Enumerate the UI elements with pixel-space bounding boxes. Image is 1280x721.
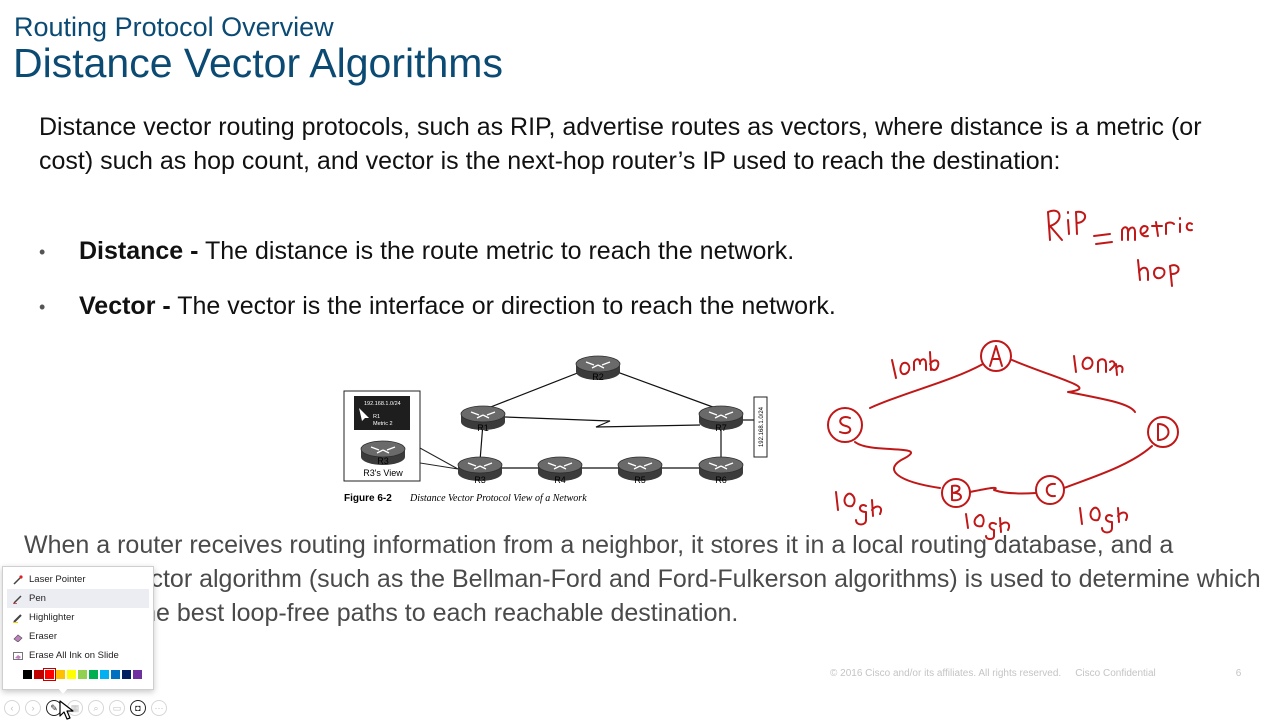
router-r1: R1 [460, 405, 506, 433]
zoom-icon[interactable]: ⌕ [88, 700, 104, 716]
bullet-term: Distance - [79, 237, 199, 265]
router-label: R5 [634, 475, 646, 485]
erase-all-icon [11, 646, 25, 665]
view-router-label: R3 [377, 456, 389, 466]
color-swatch[interactable] [67, 670, 76, 679]
previous-slide-icon[interactable]: ‹ [4, 700, 20, 716]
router-r6: R6 [698, 456, 744, 485]
menu-item-highlighter[interactable]: Highlighter [3, 608, 153, 627]
menu-item-laser-pointer[interactable]: Laser Pointer [3, 570, 153, 589]
intro-paragraph: Distance vector routing protocols, such … [39, 113, 1202, 175]
color-swatch[interactable] [56, 670, 65, 679]
color-swatch[interactable] [34, 670, 43, 679]
router-r2: R2 [575, 355, 621, 382]
eraser-icon [11, 627, 25, 646]
menu-item-eraser[interactable]: Eraser [3, 627, 153, 646]
color-swatch[interactable] [23, 670, 32, 679]
figure-caption-text: Distance Vector Protocol View of a Netwo… [409, 493, 587, 504]
slide-footer: © 2016 Cisco and/or its affiliates. All … [830, 668, 1241, 679]
router-label: R1 [477, 423, 489, 433]
ink-node-s [827, 407, 863, 443]
menu-item-pen[interactable]: Pen [7, 589, 149, 608]
network-figure: 192.168.1.0/24 R1 Metric 2 R3 R3's View … [343, 355, 768, 504]
slide-subtitle: Routing Protocol Overview [14, 12, 334, 42]
color-swatch[interactable] [100, 670, 109, 679]
color-swatch[interactable] [111, 670, 120, 679]
laser-pointer-icon [11, 570, 25, 589]
slideshow-toolbar: ‹›✎▦⌕▭◘⋯ [4, 699, 167, 717]
slide-title: Distance Vector Algorithms [13, 40, 503, 86]
menu-item-label: Highlighter [29, 612, 75, 623]
color-swatch[interactable] [43, 668, 56, 681]
menu-item-label: Laser Pointer [29, 574, 86, 585]
r7-network-box [753, 396, 768, 458]
callout-metric: Metric 2 [373, 421, 393, 427]
router-label: R4 [554, 475, 566, 485]
router-r3: R3 [457, 456, 503, 485]
router-label: R2 [592, 372, 604, 382]
ink-graph [827, 340, 1179, 540]
bullet-text: The vector is the interface or direction… [170, 292, 836, 320]
router-r7: R7 [698, 405, 744, 433]
menu-item-label: Erase All Ink on Slide [29, 650, 119, 661]
router-label: R3 [474, 475, 486, 485]
figure-caption-label: Figure 6-2 [344, 493, 392, 504]
ink-node-b [941, 478, 971, 508]
more-options-icon[interactable]: ⋯ [151, 700, 167, 716]
callout-network: 192.168.1.0/24 [364, 401, 401, 407]
ink-rip-note [1047, 209, 1193, 287]
color-swatch[interactable] [78, 670, 87, 679]
ink-node-c [1035, 475, 1065, 505]
camera-icon[interactable]: ◘ [130, 700, 146, 716]
subtitles-icon[interactable]: ▭ [109, 700, 125, 716]
color-swatch[interactable] [89, 670, 98, 679]
footer-copyright: © 2016 Cisco and/or its affiliates. All … [830, 668, 1062, 679]
ink-tools-menu: Laser Pointer Pen Highlighter Eraser Era… [2, 566, 154, 690]
highlighter-icon [11, 608, 25, 627]
router-label: R6 [715, 475, 727, 485]
r7-network-label: 192.168.1.0/24 [759, 406, 765, 447]
footer-page-number: 6 [1235, 668, 1242, 679]
color-swatch[interactable] [133, 670, 142, 679]
bullet-vector: • Vector - The vector is the interface or… [39, 291, 836, 322]
footer-confidential: Cisco Confidential [1075, 668, 1156, 679]
router-r5: R5 [617, 456, 663, 485]
bullet-dot: • [39, 297, 46, 318]
mouse-cursor-icon [59, 700, 74, 720]
body-paragraph: When a router receives routing informati… [24, 531, 1261, 627]
view-label: R3's View [363, 468, 403, 478]
bullet-text: The distance is the route metric to reac… [198, 237, 795, 265]
bullet-distance: • Distance - The distance is the route me… [39, 236, 794, 267]
router-label: R7 [715, 423, 727, 433]
router-r4: R4 [537, 456, 583, 485]
bullet-term: Vector - [79, 292, 171, 320]
bullet-dot: • [39, 242, 46, 263]
callout-r1: R1 [373, 414, 380, 420]
menu-item-label: Pen [29, 593, 46, 604]
next-slide-icon[interactable]: › [25, 700, 41, 716]
menu-pointer [57, 687, 69, 694]
color-swatches [23, 668, 142, 681]
ink-node-d [1147, 416, 1179, 448]
menu-item-label: Eraser [29, 631, 57, 642]
color-swatch[interactable] [122, 670, 131, 679]
ink-node-a [980, 340, 1012, 372]
menu-item-erase-all[interactable]: Erase All Ink on Slide [3, 646, 153, 665]
pen-icon [11, 589, 25, 608]
